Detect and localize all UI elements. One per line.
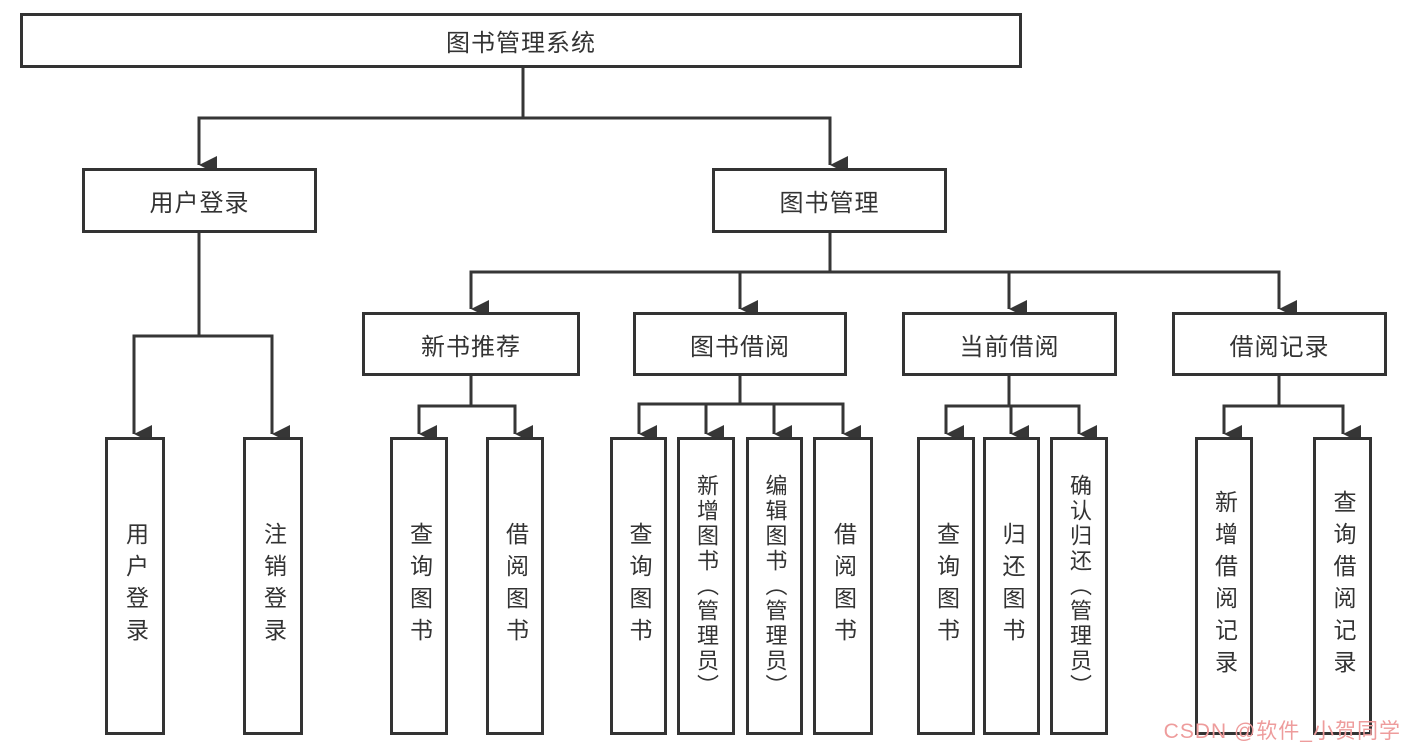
leaf-user-login: 用户登录 xyxy=(105,437,165,735)
leaf-borrow-books: 借阅图书 xyxy=(813,437,873,735)
leaf-query-books-recommend: 查询图书 xyxy=(390,437,448,735)
leaf-edit-books-admin: 编辑图书（管理员） xyxy=(746,437,803,735)
node-book-borrow: 图书借阅 xyxy=(633,312,847,376)
leaf-borrow-books-recommend: 借阅图书 xyxy=(486,437,544,735)
leaf-query-borrow-record: 查询借阅记录 xyxy=(1313,437,1372,735)
node-user-login: 用户登录 xyxy=(82,168,317,233)
node-new-book-recommend: 新书推荐 xyxy=(362,312,580,376)
csdn-watermark: CSDN @软件_小贺同学 xyxy=(1163,720,1401,743)
leaf-confirm-return-admin: 确认归还（管理员） xyxy=(1050,437,1108,735)
node-borrow-records: 借阅记录 xyxy=(1172,312,1387,376)
node-system-root: 图书管理系统 xyxy=(20,13,1022,68)
node-current-borrow: 当前借阅 xyxy=(902,312,1117,376)
leaf-query-books-current: 查询图书 xyxy=(917,437,975,735)
leaf-logout: 注销登录 xyxy=(243,437,303,735)
node-book-management: 图书管理 xyxy=(712,168,947,233)
leaf-return-books: 归还图书 xyxy=(983,437,1040,735)
leaf-add-borrow-record: 新增借阅记录 xyxy=(1195,437,1253,735)
leaf-add-books-admin: 新增图书（管理员） xyxy=(677,437,735,735)
leaf-query-books-borrow: 查询图书 xyxy=(610,437,667,735)
